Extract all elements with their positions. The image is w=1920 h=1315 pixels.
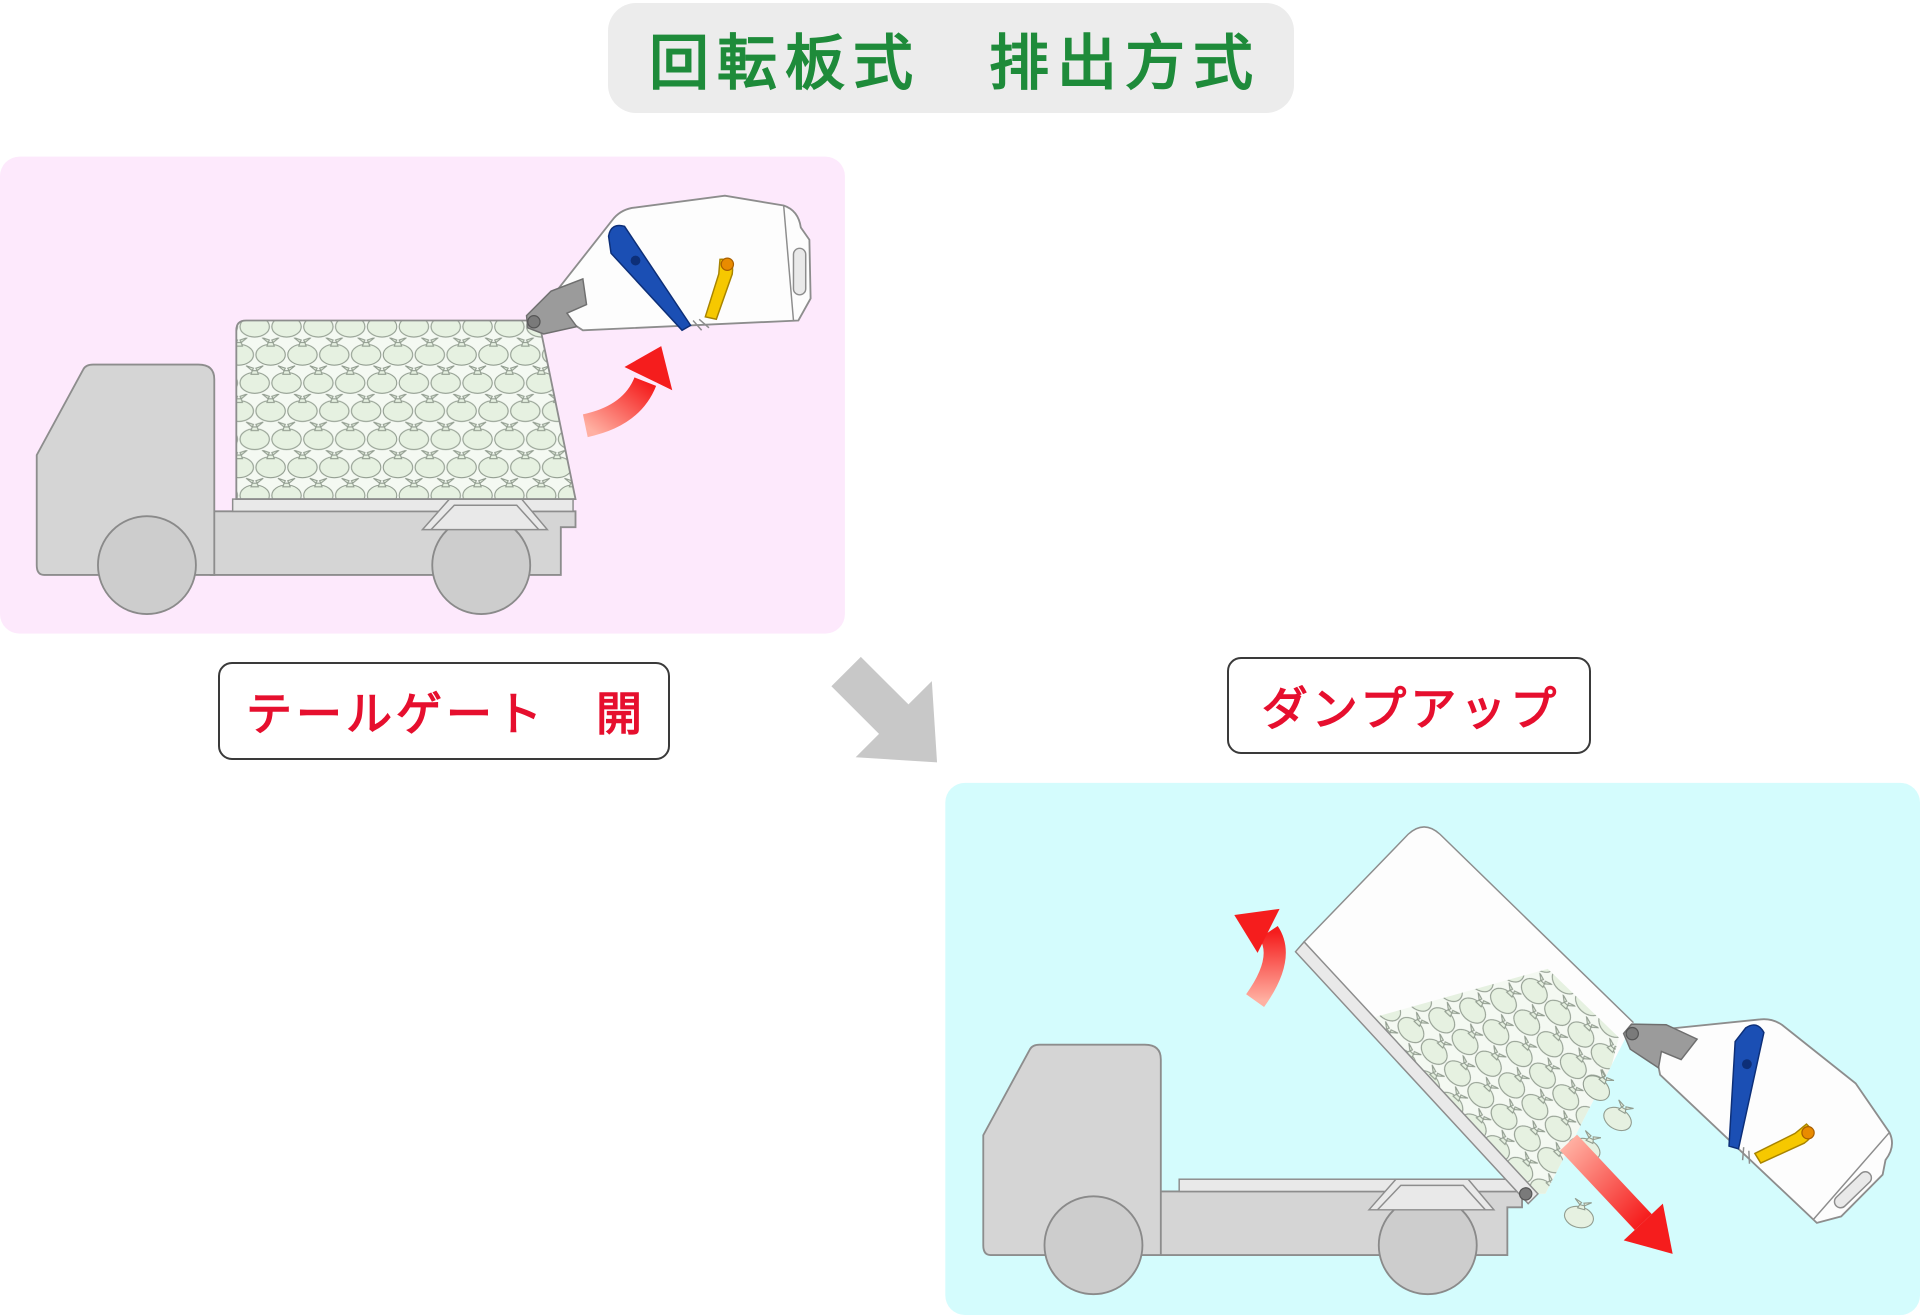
- rear-wheel: [1377, 1195, 1478, 1296]
- front-wheel: [97, 515, 197, 615]
- cargo-body-loaded-with-bags: [235, 319, 577, 501]
- garbage-bags-pile: [1359, 968, 1619, 1194]
- step-label-text: ダンプアップ: [1261, 681, 1561, 736]
- rotating-plate: [1728, 1024, 1765, 1150]
- discharge-arrow: [1560, 1134, 1673, 1254]
- step-label-tailgate-open: テールゲート 開: [218, 662, 670, 760]
- tailgate-raised: [525, 194, 812, 335]
- link-arm-pivot: [720, 257, 735, 271]
- tailgate-lift-arrow: [582, 346, 673, 438]
- next-step-arrow: [831, 656, 938, 763]
- page-title: 回転板式 排出方式: [649, 28, 1261, 99]
- tailgate-side-slot: [792, 247, 807, 296]
- front-wheel: [1043, 1195, 1144, 1296]
- truck-tailgate-open: [35, 194, 812, 615]
- hinge-pin: [1625, 1026, 1639, 1041]
- rear-wheel: [431, 515, 532, 615]
- truck-dump-up: [982, 826, 1893, 1296]
- tailgate-hinge-bracket: [1622, 1023, 1699, 1070]
- dump-body-floor: [1294, 940, 1539, 1205]
- rotating-plate-pivot: [1741, 1059, 1752, 1070]
- tailgate-hinge-bracket: [525, 277, 588, 335]
- step-label-text: テールゲート 開: [246, 687, 646, 741]
- tailgate-side-slot: [1833, 1171, 1873, 1209]
- title-banner: 回転板式 排出方式: [608, 3, 1294, 113]
- hinge-pin: [527, 314, 541, 329]
- tailgate-hanging: [1622, 1018, 1893, 1224]
- rotating-plate-pivot: [630, 255, 641, 266]
- rotating-plate: [607, 224, 692, 332]
- dump-up-rotation-arrow: [1234, 908, 1286, 1008]
- dump-hinge: [1518, 1187, 1533, 1201]
- link-arm-pivot: [1801, 1126, 1815, 1140]
- step-label-dump-up: ダンプアップ: [1227, 657, 1591, 754]
- cargo-body-tilted: [1294, 826, 1634, 1205]
